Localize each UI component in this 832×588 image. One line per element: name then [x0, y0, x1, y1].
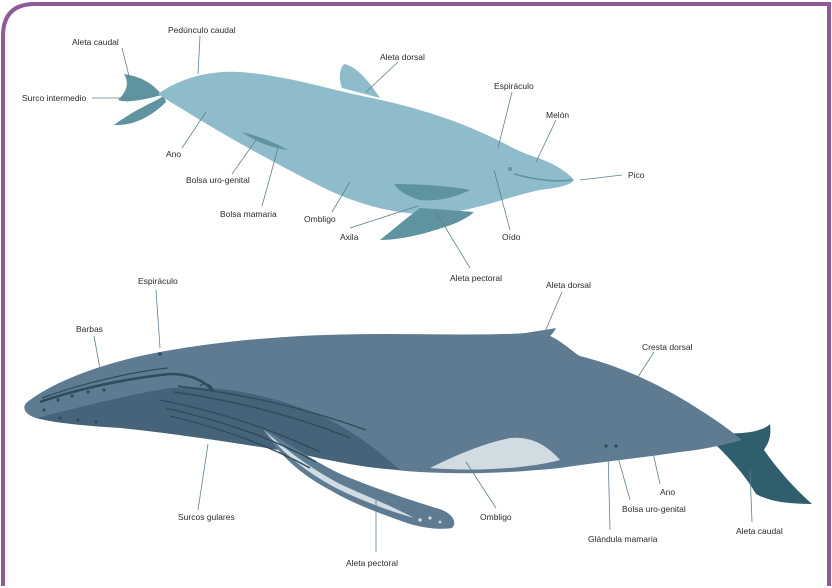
whale-label-cresta-dorsal: Cresta dorsal [642, 342, 693, 352]
whale-label-surcos-gulares: Surcos gulares [178, 512, 235, 522]
whale-illustration [24, 328, 812, 529]
whale-label-aleta-pectoral: Aleta pectoral [346, 558, 398, 568]
whale-anal-dot-1 [604, 444, 607, 447]
dolphin-label-ano: Ano [166, 149, 181, 159]
dolphin-label-ombligo: Ombligo [304, 214, 336, 224]
whale-label-glandula-mamaria: Glándula mamaria [588, 534, 658, 544]
dolphin-eye [508, 167, 512, 171]
dolphin-label-oido: Oído [502, 232, 521, 242]
dolphin-label-espiraculo: Espiráculo [494, 81, 534, 91]
dolphin-label-aleta-dorsal: Aleta dorsal [380, 52, 425, 62]
dolphin-label-aleta-pectoral: Aleta pectoral [450, 273, 502, 283]
whale-anal-dot-2 [614, 444, 617, 447]
whale-label-barbas: Barbas [76, 324, 103, 334]
dolphin-label-axila: Axila [340, 232, 359, 242]
whale-label-ano: Ano [660, 487, 675, 497]
dolphin-label-pedunculo-caudal: Pedúnculo caudal [168, 25, 236, 35]
dolphin-label-surco-intermedio: Surco intermedio [22, 93, 87, 103]
dolphin-pectoral-fin [380, 208, 474, 240]
dolphin-tail-fluke [118, 74, 162, 101]
dolphin-label-bolsa-uro-genital: Bolsa uro-genital [186, 175, 250, 185]
whale-label-espiraculo: Espiráculo [138, 276, 178, 286]
whale-label-bolsa-uro-genital: Bolsa uro-genital [622, 504, 686, 514]
dolphin-label-melon: Melón [546, 110, 569, 120]
dolphin-label-bolsa-mamaria: Bolsa mamaria [220, 209, 277, 219]
dolphin-label-aleta-caudal: Aleta caudal [72, 37, 119, 47]
whale-label-aleta-caudal: Aleta caudal [736, 526, 783, 536]
whale-label-aleta-dorsal: Aleta dorsal [546, 280, 591, 290]
dolphin-label-pico: Pico [628, 170, 645, 180]
whale-label-ombligo: Ombligo [480, 512, 512, 522]
